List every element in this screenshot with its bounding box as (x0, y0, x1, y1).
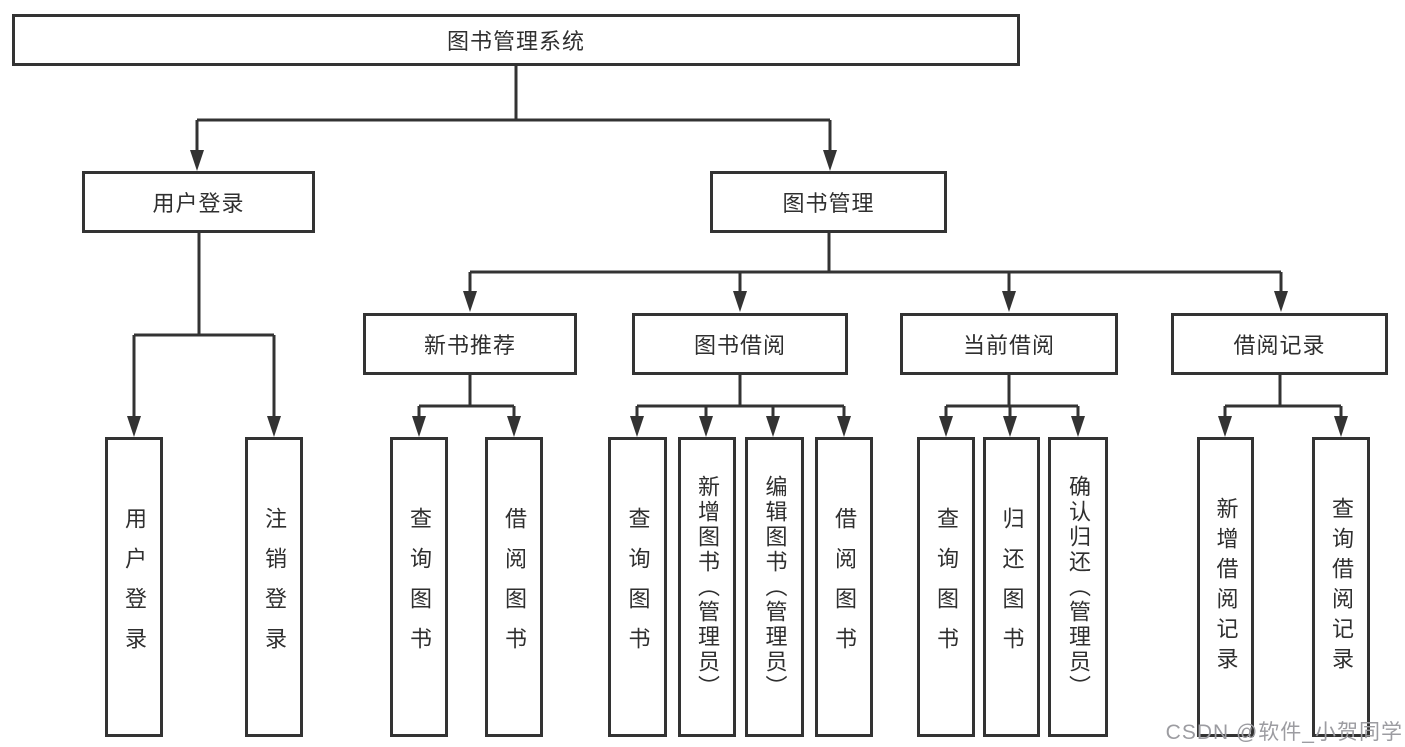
leaf-borrow-books-recommend-label: 借阅图书 (502, 507, 527, 667)
node-book-management: 图书管理 (710, 171, 947, 233)
leaf-confirm-return-admin-label: 确认归还（管理员） (1066, 474, 1091, 700)
leaf-add-book-admin: 新增图书（管理员） (678, 437, 736, 737)
leaf-borrow-books-borrow: 借阅图书 (815, 437, 873, 737)
leaf-borrow-books-borrow-label: 借阅图书 (832, 507, 857, 667)
leaf-query-books-recommend: 查询图书 (390, 437, 448, 737)
leaf-return-book-label: 归还图书 (999, 507, 1025, 667)
node-book-borrow: 图书借阅 (632, 313, 848, 375)
leaf-edit-book-admin-label: 编辑图书（管理员） (762, 474, 788, 700)
leaf-query-books-recommend-label: 查询图书 (407, 507, 432, 667)
leaf-query-books-borrow-label: 查询图书 (625, 507, 651, 667)
leaf-logout-label: 注销登录 (262, 507, 287, 667)
node-borrow-records: 借阅记录 (1171, 313, 1388, 375)
leaf-logout: 注销登录 (245, 437, 303, 737)
leaf-user-login-label: 用户登录 (122, 507, 147, 667)
leaf-return-book: 归还图书 (983, 437, 1040, 737)
leaf-add-book-admin-label: 新增图书（管理员） (695, 474, 720, 700)
leaf-query-borrow-record-label: 查询借阅记录 (1329, 497, 1354, 677)
leaf-borrow-books-recommend: 借阅图书 (485, 437, 543, 737)
connector-paths (132, 66, 1343, 424)
leaf-query-books-current-label: 查询图书 (934, 507, 959, 667)
leaf-add-borrow-record-label: 新增借阅记录 (1213, 497, 1239, 677)
leaf-query-books-borrow: 查询图书 (608, 437, 667, 737)
leaf-edit-book-admin: 编辑图书（管理员） (745, 437, 804, 737)
leaf-confirm-return-admin: 确认归还（管理员） (1048, 437, 1108, 737)
node-new-book-recommend: 新书推荐 (363, 313, 577, 375)
node-user-login: 用户登录 (82, 171, 315, 233)
leaf-add-borrow-record: 新增借阅记录 (1197, 437, 1254, 737)
node-system-root: 图书管理系统 (12, 14, 1020, 66)
node-current-borrow: 当前借阅 (900, 313, 1118, 375)
arrowheads (127, 150, 1348, 437)
watermark: CSDN @软件_小贺同学 (1165, 721, 1403, 744)
leaf-query-borrow-record: 查询借阅记录 (1312, 437, 1370, 737)
leaf-query-books-current: 查询图书 (917, 437, 975, 737)
leaf-user-login: 用户登录 (105, 437, 163, 737)
